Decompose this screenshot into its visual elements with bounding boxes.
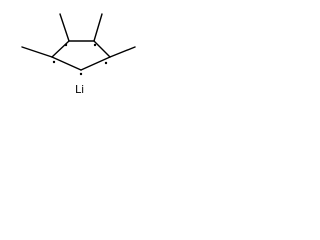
pentamethylcyclopentadienyl-lithium-structure: Li [21, 13, 136, 96]
radical-dot [79, 72, 83, 76]
ring-bond-bottom-left [51, 56, 82, 71]
lithium-label: Li [75, 83, 84, 96]
radical-dot [93, 43, 97, 47]
methyl-bond-top-right [93, 13, 103, 42]
methyl-bond-left [21, 46, 53, 58]
methyl-bond-top-left [59, 13, 70, 42]
ring-bond-bottom-right [80, 56, 111, 71]
ring-bond-top-right [93, 40, 111, 58]
radical-dot [64, 43, 68, 47]
ring-bond-top-left [51, 40, 70, 58]
radical-dot [52, 60, 56, 64]
radical-dot [104, 61, 108, 65]
methyl-bond-right [109, 46, 136, 58]
